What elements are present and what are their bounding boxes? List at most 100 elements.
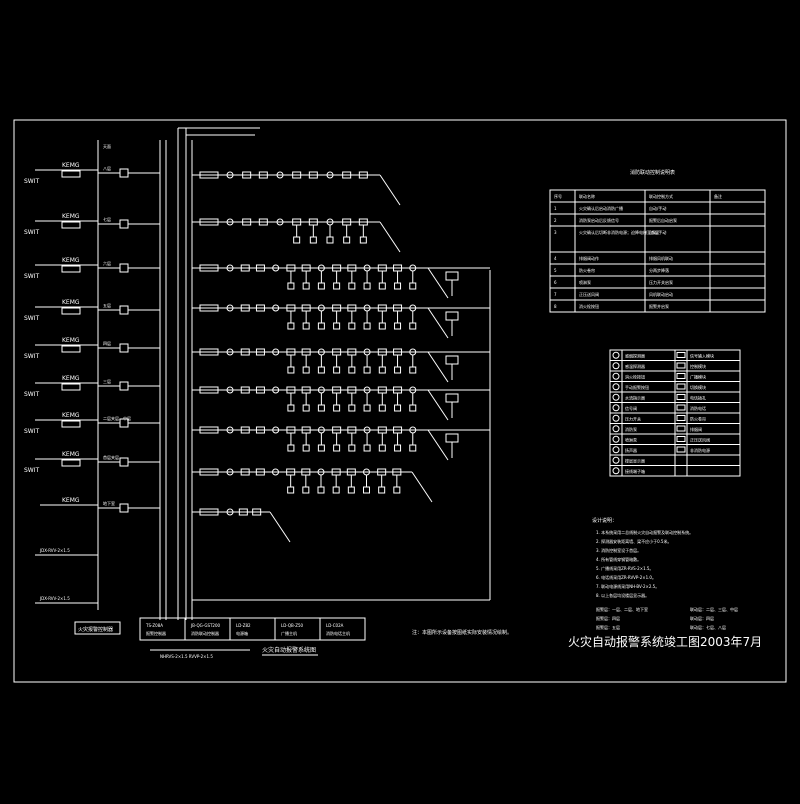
meter-block: KEMG SWIT — [24, 299, 98, 322]
module-symbol — [308, 171, 318, 179]
end-device — [348, 366, 356, 374]
legend-label: 排烟阀 — [690, 426, 702, 432]
end-device — [287, 444, 295, 452]
module-symbol — [342, 171, 352, 179]
legend-symbol — [676, 425, 686, 432]
end-device — [287, 404, 295, 412]
module-symbol — [255, 386, 265, 394]
end-device — [343, 236, 351, 244]
table-cell: 5 — [554, 268, 557, 273]
detector-symbol — [226, 508, 234, 516]
legend-label: 非消防电源 — [690, 447, 710, 453]
table-cell: 分两步降落 — [649, 267, 669, 273]
floor-panel-box — [119, 305, 129, 315]
meter-brand: KEMG — [62, 299, 80, 306]
meter-label: SWIT — [24, 428, 40, 435]
table-cell: 火灾确认后启动消防广播 — [579, 205, 623, 211]
meter-label: SWIT — [24, 178, 40, 185]
end-device — [287, 282, 295, 290]
table-cell: 4 — [554, 256, 557, 261]
drawing-frame — [13, 119, 787, 683]
meter-label: SWIT — [24, 273, 40, 280]
table-cell: 2 — [554, 218, 557, 223]
legend-symbol — [612, 414, 620, 422]
bus-module — [199, 304, 219, 312]
legend-label: 喷淋泵 — [625, 437, 637, 443]
floor-label: 五层 — [103, 302, 111, 308]
sheet-title: 火灾自动报警系统竣工图2003年7月 — [568, 634, 762, 649]
end-device — [363, 444, 371, 452]
legend-symbol — [676, 373, 686, 379]
module-symbol — [358, 171, 368, 179]
end-device — [287, 366, 295, 374]
floor-display-box — [445, 433, 459, 443]
legend-label: 信号阀 — [625, 405, 637, 411]
legend-label: 消防电话 — [690, 405, 706, 411]
detector-symbol — [272, 264, 280, 272]
table-cell: 消防泵启动后反馈信号 — [579, 217, 619, 223]
controller-code: JB-QG-GST200 — [190, 623, 221, 628]
end-device — [347, 486, 355, 494]
controller-strip — [139, 617, 366, 641]
legend-symbol — [676, 436, 686, 442]
meter-label: SWIT — [24, 229, 40, 236]
end-device — [348, 282, 356, 290]
floor-panel-box — [119, 457, 129, 467]
floor-device-row — [192, 304, 490, 339]
notes-line: 7. 联动电源线采用NH-BV-2×2.5。 — [596, 583, 659, 589]
floor-label: 四层 — [103, 340, 111, 346]
floor-label: 六层 — [103, 260, 111, 266]
floor-label: 地下室 — [103, 500, 115, 506]
legend-label: 广播模块 — [690, 374, 706, 380]
end-device — [317, 322, 325, 330]
meter-label: SWIT — [24, 391, 40, 398]
floor-device-row — [192, 386, 490, 421]
end-device — [293, 236, 301, 244]
end-device — [409, 404, 417, 412]
meter-brand: KEMG — [62, 162, 80, 169]
floor-panel-box — [119, 343, 129, 353]
legend-label: 扬声器 — [625, 447, 637, 453]
controller-wire: NHRVS-2×1.5 RVVP-2×1.5 — [160, 654, 213, 659]
end-device — [287, 486, 295, 494]
end-device — [378, 486, 386, 494]
bus-module — [199, 348, 219, 356]
legend-symbol — [676, 415, 686, 421]
left-panel: KEMGSWIT八层KEMGSWIT七层KEMGSWIT六层KEMGSWIT五层… — [24, 144, 160, 513]
module-symbol — [238, 508, 248, 516]
end-device — [363, 282, 371, 290]
table-header: 联动名称 — [579, 193, 595, 199]
legend-symbol — [676, 404, 686, 411]
end-device — [317, 404, 325, 412]
detector-symbol — [276, 218, 284, 226]
detector-symbol — [276, 171, 284, 179]
table-cell: 风机联动启动 — [649, 291, 673, 297]
legend-symbol — [612, 372, 620, 380]
end-device — [363, 404, 371, 412]
legend-label: 压力开关 — [625, 416, 641, 422]
bus-module — [199, 264, 219, 272]
detector-symbol — [226, 171, 234, 179]
controller-sub: 电源箱 — [236, 630, 248, 636]
end-device — [302, 444, 310, 452]
roof-label: 天面 — [103, 144, 111, 149]
notes-heading: 设计说明： — [592, 517, 617, 524]
end-device — [363, 366, 371, 374]
floor-label: 二层夹层、中层 — [103, 415, 131, 421]
module-symbol — [240, 348, 250, 356]
floor-device-row — [192, 426, 490, 461]
table-cell: 消火栓按钮 — [579, 303, 599, 309]
detector-symbol — [226, 348, 234, 356]
notes-pair-left: 报警层：五层 — [596, 624, 620, 630]
meter-label: SWIT — [24, 315, 40, 322]
controller-code: LD-QB-Z50 — [281, 623, 304, 628]
notes-line: 2. 探测器安装距离墙、梁不应小于0.5米。 — [596, 538, 671, 544]
end-device — [348, 404, 356, 412]
detector-symbol — [226, 426, 234, 434]
bus-module — [199, 508, 219, 516]
notes-pair-left: 报警层：一层、二层、地下室 — [596, 606, 648, 612]
floor-device-row — [192, 218, 401, 253]
module-symbol — [240, 426, 250, 434]
end-device — [409, 366, 417, 374]
